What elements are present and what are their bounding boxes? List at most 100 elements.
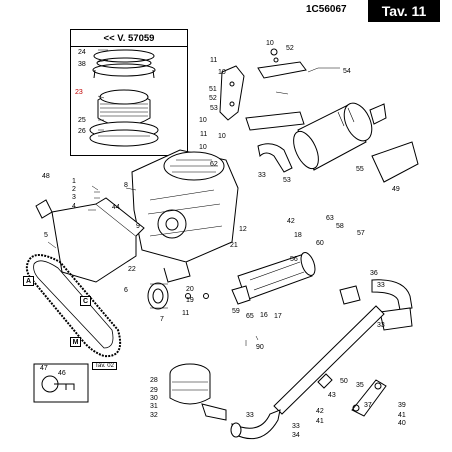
part-label-65: 65 [246,313,254,320]
part-label-43: 43 [328,392,336,399]
part-label-34: 34 [292,432,300,439]
part-label-9: 9 [136,223,140,230]
part-label-10: 10 [199,144,207,151]
reference-tag: Tav. 02 [92,362,117,370]
part-label-90: 90 [256,344,264,351]
part-label-19: 19 [186,297,194,304]
section-letter-c: C [80,296,91,306]
inset-title: << V. 57059 [71,30,187,47]
part-label-33: 33 [292,423,300,430]
part-label-24: 24 [78,49,86,56]
air-filter-cover [92,49,156,79]
part-label-41: 41 [316,418,324,425]
part-label-47: 47 [40,365,48,372]
part-label-44: 44 [112,204,120,211]
part-label-30: 30 [150,395,158,402]
part-label-38: 38 [78,61,86,68]
part-label-4: 4 [72,203,76,210]
part-label-54: 54 [343,68,351,75]
engine-block [131,149,239,283]
part-label-57: 57 [357,230,365,237]
table-number-badge: Tav. 11 [368,0,440,22]
part-label-25: 25 [78,117,86,124]
part-label-6: 6 [124,287,128,294]
bottom-bent-pipe [230,409,281,440]
ignition-key-switch [33,363,89,403]
part-label-52: 52 [209,95,217,102]
part-label-33: 33 [258,172,266,179]
exhaust-pipe-curve [339,279,413,331]
part-label-7: 7 [160,316,164,323]
part-label-62: 62 [210,161,218,168]
part-label-51: 51 [209,86,217,93]
part-label-59: 59 [232,308,240,315]
part-label-17: 17 [274,313,282,320]
part-label-22: 22 [128,266,136,273]
lower-bracket [351,379,387,417]
drive-belt [25,254,122,358]
part-label-2: 2 [72,186,76,193]
part-label-33: 33 [246,412,254,419]
part-label-58: 58 [336,223,344,230]
part-label-63: 63 [326,215,334,222]
part-label-42: 42 [316,408,324,415]
drawing-code: 1C56067 [306,4,347,15]
bottom-air-filter [169,363,227,421]
exhaust-elbow [257,143,293,173]
part-label-32: 32 [150,412,158,419]
part-label-46: 46 [58,370,66,377]
part-label-28: 28 [150,377,158,384]
part-label-31: 31 [150,403,158,410]
heat-shield [371,141,419,183]
part-label-5: 5 [44,232,48,239]
part-label-36: 36 [370,270,378,277]
part-label-55: 55 [356,166,364,173]
part-label-60: 60 [316,240,324,247]
pulley [147,282,209,310]
part-label-33: 33 [377,282,385,289]
section-letter-m: M [70,337,81,347]
part-label-11: 11 [182,310,190,317]
part-label-37: 37 [364,402,372,409]
part-label-3: 3 [72,194,76,201]
part-label-35: 35 [356,382,364,389]
part-label-26: 26 [78,128,86,135]
part-label-12: 12 [239,226,247,233]
part-label-53: 53 [210,105,218,112]
part-label-8: 8 [124,182,128,189]
part-label-23: 23 [75,89,83,96]
part-label-33: 33 [377,322,385,329]
part-label-16: 16 [260,312,268,319]
part-label-39: 39 [398,402,406,409]
part-label-21: 21 [230,242,238,249]
side-cover [35,197,145,283]
part-label-50: 50 [340,378,348,385]
part-label-48: 48 [42,173,50,180]
part-label-52: 52 [286,45,294,52]
mounting-brackets [219,48,307,131]
top-muffler [293,102,387,171]
section-letter-a: A [23,276,34,286]
part-label-41: 41 [398,412,406,419]
part-label-11: 11 [200,131,208,138]
part-label-40: 40 [398,420,406,427]
part-label-49: 49 [392,186,400,193]
part-label-10: 10 [218,133,226,140]
middle-muffler [231,252,316,305]
part-label-56: 56 [290,256,298,263]
part-label-42: 42 [287,218,295,225]
air-filter-element [97,89,151,127]
part-label-29: 29 [150,387,158,394]
part-label-10: 10 [218,69,226,76]
part-label-20: 20 [186,286,194,293]
part-label-1: 1 [72,178,76,185]
part-label-10: 10 [199,117,207,124]
air-filter-base [89,121,159,147]
leader-lines [47,49,340,346]
inset-box: << V. 57059 [70,29,188,156]
part-label-18: 18 [294,232,302,239]
part-label-10: 10 [266,40,274,47]
part-label-11: 11 [210,57,218,64]
part-label-53: 53 [283,177,291,184]
